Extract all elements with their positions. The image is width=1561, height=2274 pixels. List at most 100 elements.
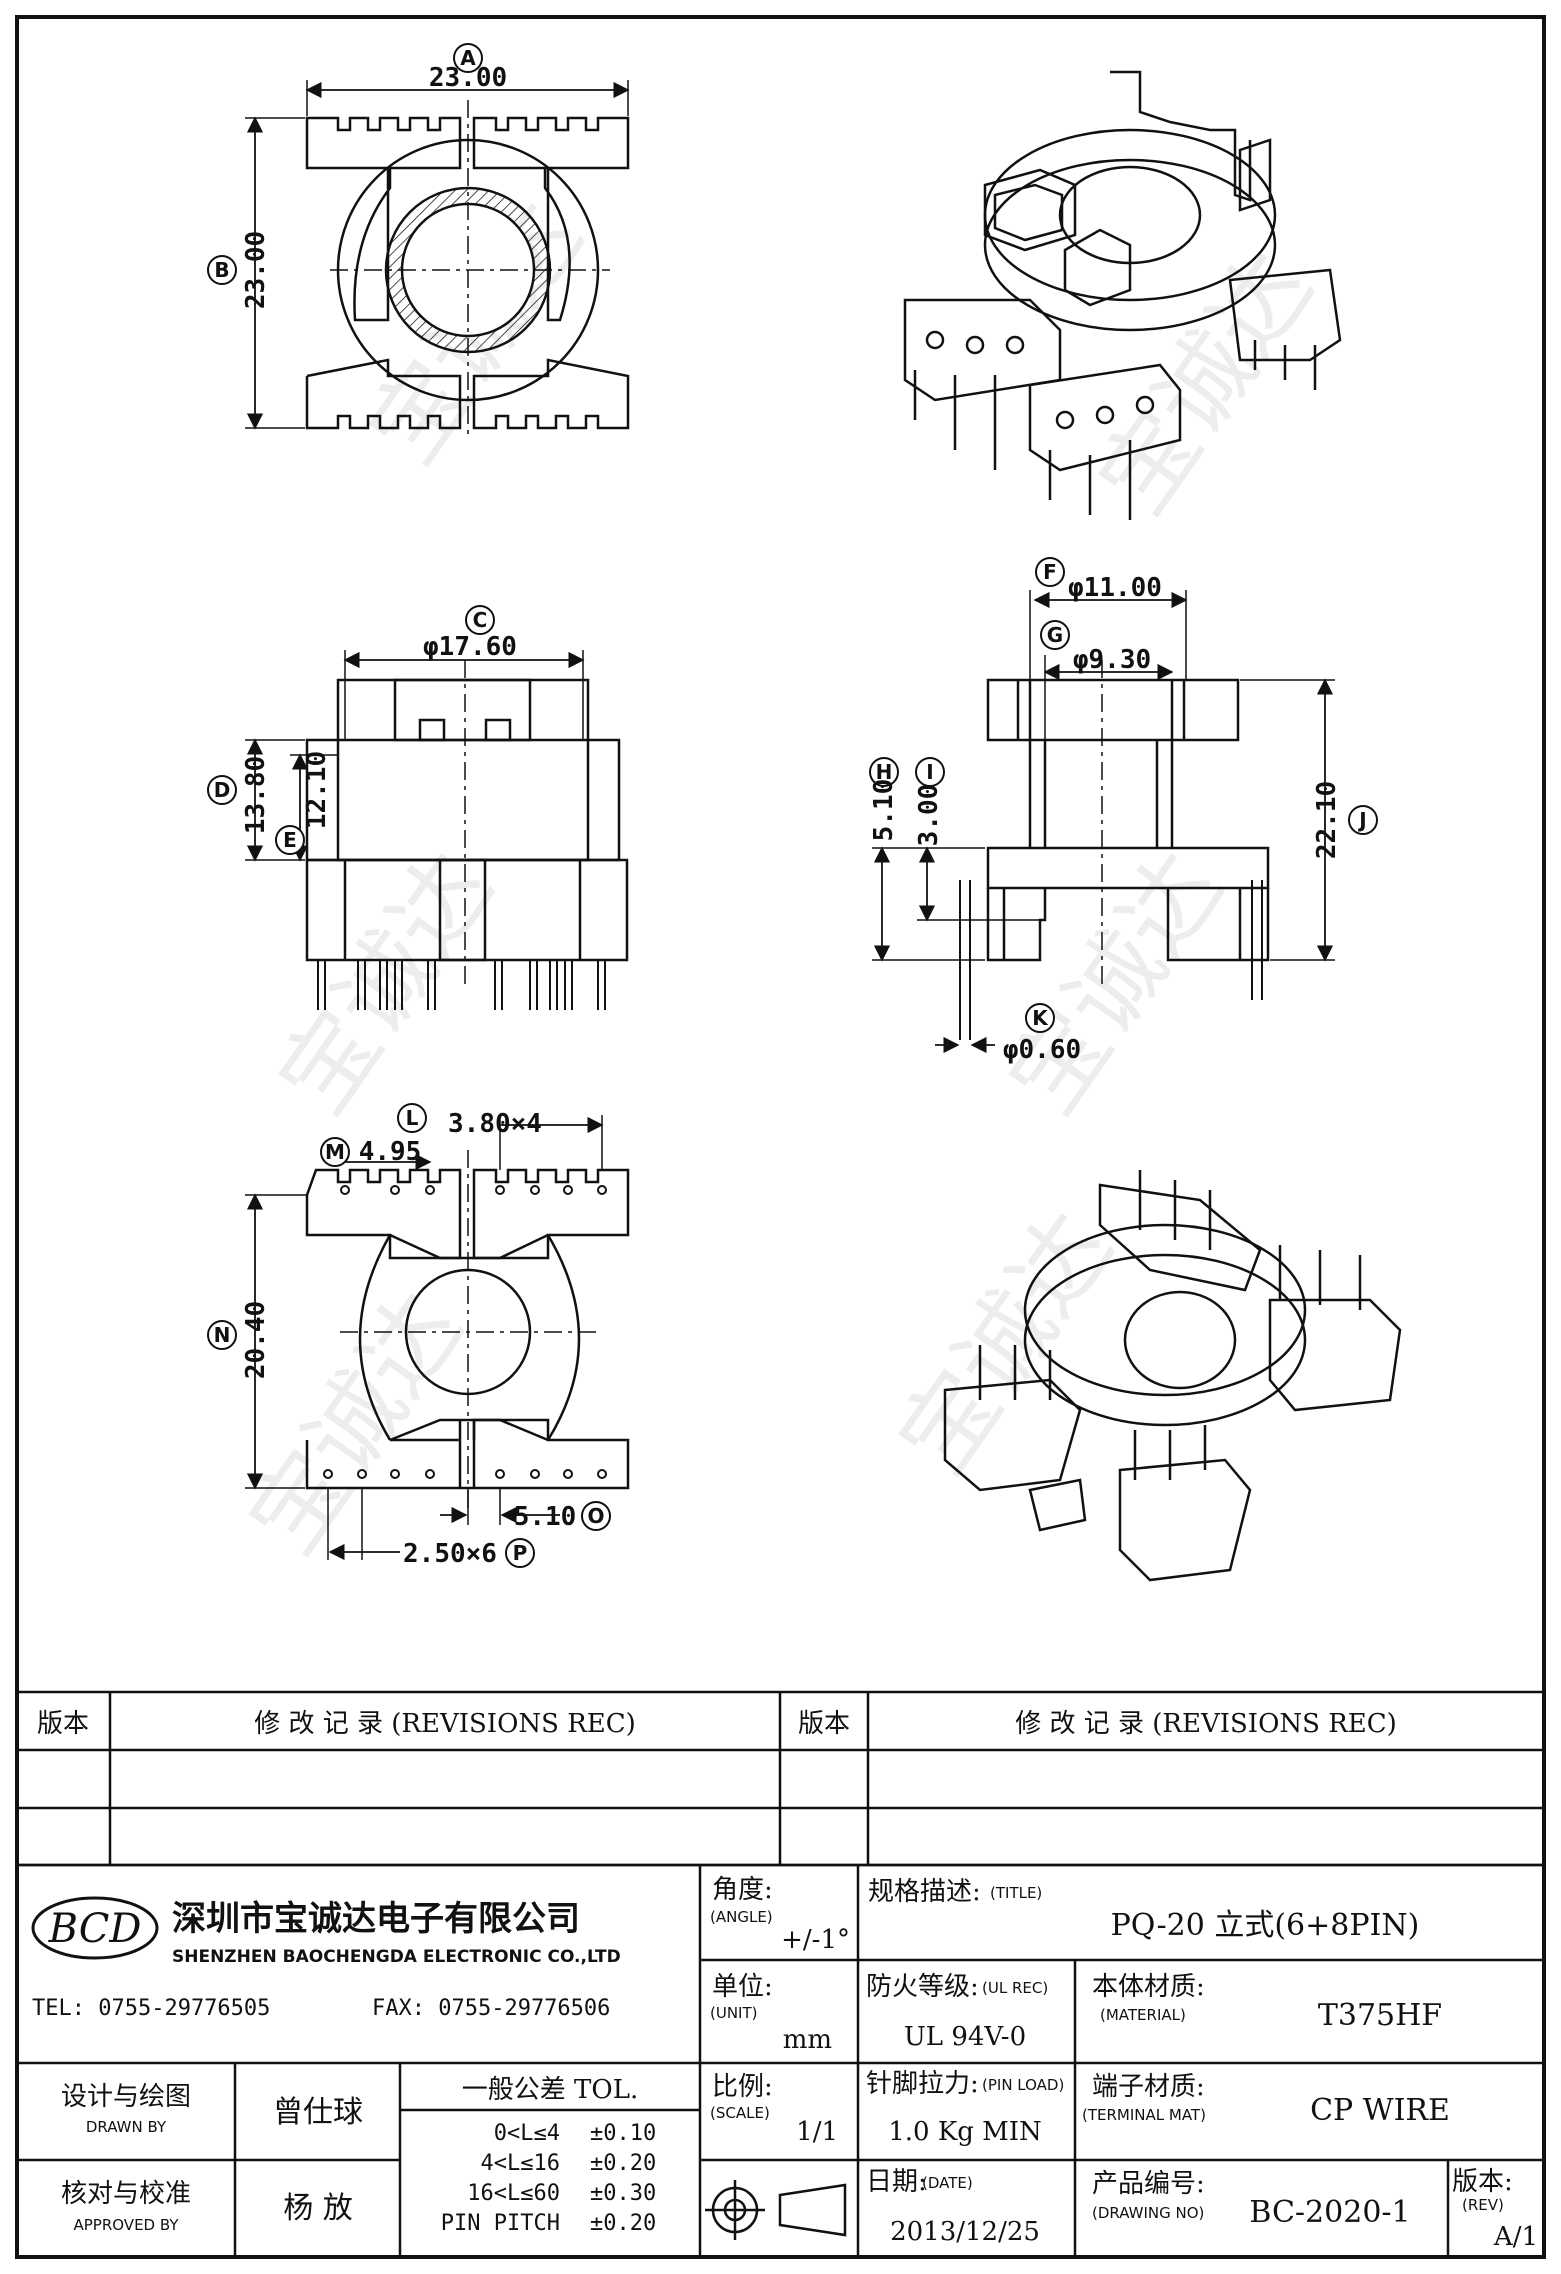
dimension-G: G φ9.30	[1040, 620, 1174, 740]
dimension-value: φ0.60	[1003, 1035, 1081, 1065]
tolerance-range: PIN PITCH	[441, 2211, 560, 2236]
drawn-by-label-en: DRAWN BY	[86, 2118, 167, 2136]
dimension-I: I 3.00	[914, 757, 1040, 922]
ul-label: 防火等级:	[866, 1972, 979, 2002]
dimension-value: 13.80	[241, 756, 271, 834]
pinload-label: 针脚拉力:	[866, 2069, 979, 2099]
scale-value: 1/1	[796, 2117, 838, 2147]
dimension-value: 5.10	[869, 779, 899, 842]
isometric-view-bottom	[943, 1170, 1402, 1582]
company-fax: FAX: 0755-29776506	[372, 1996, 610, 2021]
title-label: 规格描述:	[868, 1877, 981, 1907]
unit-label: 单位:	[712, 1972, 773, 2002]
callout-letter: P	[513, 1541, 528, 1565]
callout-letter: D	[214, 778, 231, 802]
material-label-en: (MATERIAL)	[1100, 2006, 1186, 2024]
dimension-value: 2.50×6	[403, 1539, 497, 1569]
tolerance-header: 一般公差 TOL.	[462, 2075, 638, 2105]
tolerance-list: 0<L≤4 ±0.10 4<L≤16 ±0.20 16<L≤60 ±0.30 P…	[441, 2121, 656, 2236]
watermark-text: 宝诚达	[877, 1193, 1134, 1493]
callout-letter: G	[1047, 623, 1063, 647]
side-view	[305, 660, 629, 1010]
rev-value: A/1	[1493, 2222, 1538, 2252]
isometric-view-top	[903, 70, 1342, 520]
watermark-text: 宝诚达	[987, 833, 1244, 1133]
date-label-en: (DATE)	[922, 2174, 973, 2192]
dimension-J: J 22.10	[1240, 678, 1378, 962]
company-tel: TEL: 0755-29776505	[32, 1996, 270, 2021]
callout-letter: M	[325, 1140, 345, 1164]
material-label: 本体材质:	[1092, 1972, 1205, 2002]
dimension-value: 4.95	[359, 1137, 422, 1167]
approved-by-label: 核对与校准	[61, 2179, 191, 2209]
dimension-C: C φ17.60	[343, 605, 585, 740]
dimension-L: L 3.80×4	[397, 1103, 604, 1170]
logo-text: BCD	[48, 1906, 142, 1952]
callout-letter: I	[926, 760, 933, 784]
watermark-text: 宝诚达	[257, 833, 514, 1133]
dimension-value: 3.00	[914, 784, 944, 847]
scale-label: 比例:	[712, 2072, 773, 2102]
terminal-label-en: (TERMINAL MAT)	[1082, 2106, 1206, 2124]
dimension-F: F φ11.00	[1029, 557, 1188, 680]
rev-label: 版本:	[1452, 2167, 1513, 2197]
pinload-value: 1.0 Kg MIN	[888, 2117, 1042, 2147]
section-view	[959, 660, 1270, 1040]
pinload-label-en: (PIN LOAD)	[982, 2076, 1064, 2094]
dimension-E: E 12.10	[275, 751, 338, 862]
angle-label-en: (ANGLE)	[710, 1908, 773, 1926]
watermark-group: 宝诚达 宝诚达 宝诚达 宝诚达 宝诚达 宝诚达	[227, 183, 1334, 1573]
tolerance-value: ±0.10	[590, 2121, 656, 2146]
company-name-cn: 深圳市宝诚达电子有限公司	[172, 1899, 580, 1939]
dimension-P: 2.50×6 P	[327, 1488, 535, 1569]
angle-label: 角度:	[712, 1875, 773, 1905]
dimension-D: D 13.80	[207, 738, 305, 862]
dimension-K: K φ0.60	[935, 1003, 1081, 1065]
dimension-N: N 20.40	[207, 1193, 307, 1490]
terminal-label: 端子材质:	[1092, 2072, 1205, 2102]
tolerance-range: 0<L≤4	[494, 2121, 560, 2146]
callout-letter: H	[876, 760, 893, 784]
ul-value: UL 94V-0	[904, 2022, 1026, 2052]
callout-letter: A	[460, 46, 476, 70]
rev-label-en: (REV)	[1462, 2196, 1504, 2214]
material-value: T375HF	[1318, 1998, 1442, 2033]
drawn-by-label: 设计与绘图	[61, 2082, 191, 2112]
drawing-no-label: 产品编号:	[1092, 2169, 1205, 2199]
dimension-value: 23.00	[241, 231, 271, 309]
dimension-value: φ9.30	[1073, 645, 1151, 675]
date-value: 2013/12/25	[890, 2217, 1040, 2247]
date-label: 日期:	[866, 2167, 927, 2197]
tolerance-value: ±0.20	[590, 2211, 656, 2236]
revision-version-header: 版本	[798, 1709, 850, 1739]
dimension-value: 23.00	[429, 63, 507, 93]
dimension-O: 5.10 O	[440, 1488, 611, 1532]
dimension-value: 22.10	[1312, 781, 1342, 859]
ul-label-en: (UL REC)	[982, 1979, 1048, 1997]
bottom-view	[305, 1150, 630, 1510]
dimension-value: φ17.60	[423, 632, 517, 662]
title-label-en: (TITLE)	[990, 1884, 1042, 1902]
tolerance-range: 16<L≤60	[467, 2181, 560, 2206]
scale-label-en: (SCALE)	[710, 2104, 770, 2122]
callout-letter: C	[473, 608, 488, 632]
revision-record-header: 修 改 记 录 (REVISIONS REC)	[1015, 1709, 1397, 1739]
approved-by-name: 杨 放	[283, 2191, 353, 2226]
dimension-H: H 5.10	[869, 757, 985, 962]
tolerance-range: 4<L≤16	[481, 2151, 560, 2176]
dimension-value: 12.10	[302, 751, 332, 829]
dimension-value: 5.10	[514, 1502, 577, 1532]
watermark-text: 宝诚达	[1077, 233, 1334, 533]
top-view	[305, 100, 630, 440]
callout-letter: L	[406, 1106, 419, 1130]
unit-value: mm	[783, 2025, 832, 2055]
dimension-value: 20.40	[241, 1301, 271, 1379]
dimension-B: B 23.00	[207, 116, 305, 430]
callout-letter: N	[214, 1323, 231, 1347]
company-name-en: SHENZHEN BAOCHENGDA ELECTRONIC CO.,LTD	[172, 1947, 621, 1967]
callout-letter: O	[587, 1504, 604, 1528]
callout-letter: B	[214, 258, 229, 282]
callout-letter: J	[1357, 808, 1366, 832]
angle-value: +/-1°	[781, 1925, 850, 1955]
